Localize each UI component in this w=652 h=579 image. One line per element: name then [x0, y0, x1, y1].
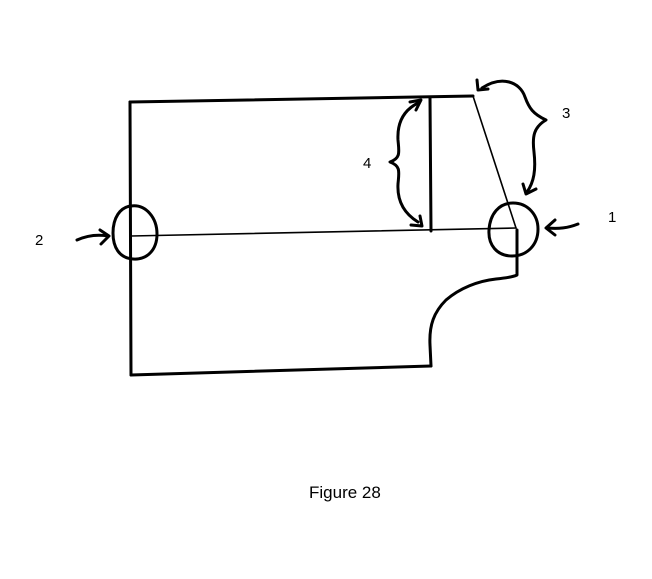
label-1: 1 [608, 209, 616, 226]
bottom-edge [129, 364, 433, 377]
slanted-edge [472, 95, 517, 229]
left-edge [128, 100, 133, 377]
label-3: 3 [562, 105, 570, 122]
notch-curve [428, 228, 519, 368]
figure-caption: Figure 28 [309, 483, 381, 502]
right-pivot-circle [487, 201, 540, 258]
center-line [130, 227, 517, 237]
arrow-2-head [98, 228, 111, 246]
arrow-1-head [544, 218, 557, 237]
brace-4-top-arrow [408, 98, 423, 112]
brace-3-top-arrow [475, 78, 490, 92]
brace-3 [480, 79, 548, 194]
brace-4 [388, 101, 420, 224]
label-2: 2 [35, 232, 43, 249]
top-edge [128, 94, 475, 104]
arrow-1-shaft [545, 222, 580, 230]
label-4: 4 [363, 155, 371, 172]
brace-4-bottom-arrow [409, 214, 424, 228]
left-pivot-circle [111, 204, 159, 261]
arrow-2-shaft [75, 233, 110, 242]
brace-3-bottom-arrow [521, 182, 538, 196]
inner-vertical-edge [428, 96, 433, 233]
